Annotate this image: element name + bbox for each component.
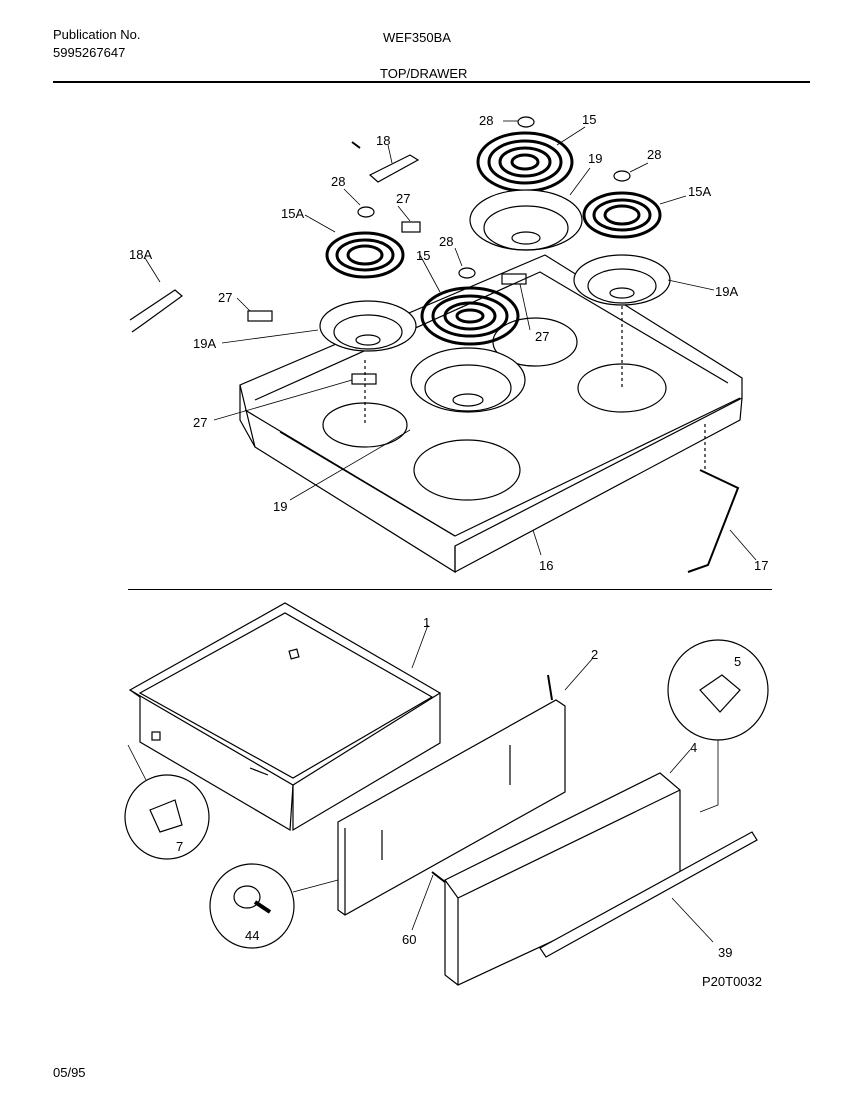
- bracket-18A: [129, 289, 183, 333]
- callout-28: 28: [439, 234, 453, 249]
- trim-ring-28-left: [357, 206, 375, 218]
- callout-1: 1: [423, 615, 430, 630]
- callout-15A: 15A: [281, 206, 304, 221]
- drip-bowl-right: [573, 254, 671, 306]
- publication-label: Publication No.: [53, 27, 141, 42]
- callout-15A: 15A: [688, 184, 711, 199]
- detail-circle-44: [209, 863, 295, 949]
- surface-element-rear-large: [476, 131, 574, 193]
- callout-27: 27: [218, 290, 232, 305]
- header-rule: [53, 81, 810, 83]
- section-title: TOP/DRAWER: [380, 66, 468, 81]
- trim-ring-28-rear: [517, 116, 535, 128]
- surface-element-front-large: [420, 286, 520, 346]
- callout-28: 28: [647, 147, 661, 162]
- section-divider: [128, 589, 772, 590]
- callout-15: 15: [582, 112, 596, 127]
- callout-19A: 19A: [193, 336, 216, 351]
- callout-labels: 28 15 19 28 15A 18 28 27 15A 18A 28 15 2…: [129, 112, 768, 960]
- callout-18: 18: [376, 133, 390, 148]
- anti-tip-bracket-17: [687, 469, 740, 573]
- drip-bowl-left: [319, 300, 417, 352]
- callout-28: 28: [479, 113, 493, 128]
- glide-44: [233, 885, 261, 909]
- callout-39: 39: [718, 945, 732, 960]
- detail-circle-5: [667, 639, 769, 741]
- callout-28: 28: [331, 174, 345, 189]
- callout-7: 7: [176, 839, 183, 854]
- surface-element-right-small: [582, 191, 662, 239]
- trim-ring-28-right: [613, 170, 631, 182]
- revision-date: 05/95: [53, 1065, 86, 1080]
- callout-44: 44: [245, 928, 259, 943]
- publication-number: 5995267647: [53, 45, 126, 60]
- leader-lines-top: [144, 120, 757, 561]
- drawer-body: [128, 602, 442, 832]
- callout-60: 60: [402, 932, 416, 947]
- terminal-block-18: [351, 141, 420, 183]
- roller-5: [699, 674, 741, 713]
- drawer-front-panel: [337, 699, 566, 916]
- callout-27: 27: [535, 329, 549, 344]
- surface-element-left-small: [325, 231, 405, 279]
- model-number: WEF350BA: [383, 30, 451, 45]
- callout-19A: 19A: [715, 284, 738, 299]
- receptacle-27-d: [501, 273, 527, 285]
- detail-circle-7: [124, 774, 210, 860]
- callout-19: 19: [273, 499, 287, 514]
- callout-17: 17: [754, 558, 768, 573]
- receptacle-27-c: [351, 373, 377, 385]
- callout-27: 27: [193, 415, 207, 430]
- drip-bowl-front: [410, 347, 526, 413]
- cooktop-assembly: [239, 254, 743, 574]
- callout-5: 5: [734, 654, 741, 669]
- roller-7: [149, 799, 183, 833]
- drawing-code: P20T0032: [702, 974, 762, 989]
- receptacle-27-b: [247, 310, 273, 322]
- screw-60: [431, 871, 446, 883]
- leader-lines-bottom: [127, 624, 719, 943]
- callout-27: 27: [396, 191, 410, 206]
- screw-2: [547, 674, 553, 701]
- drip-bowl-rear: [469, 189, 583, 251]
- callout-4: 4: [690, 740, 697, 755]
- callout-16: 16: [539, 558, 553, 573]
- drawer-handle-39: [539, 831, 758, 958]
- trim-ring-28-front: [458, 267, 476, 279]
- callout-2: 2: [591, 647, 598, 662]
- callout-18A: 18A: [129, 247, 152, 262]
- callout-19: 19: [588, 151, 602, 166]
- receptacle-27-a: [401, 221, 421, 233]
- callout-15: 15: [416, 248, 430, 263]
